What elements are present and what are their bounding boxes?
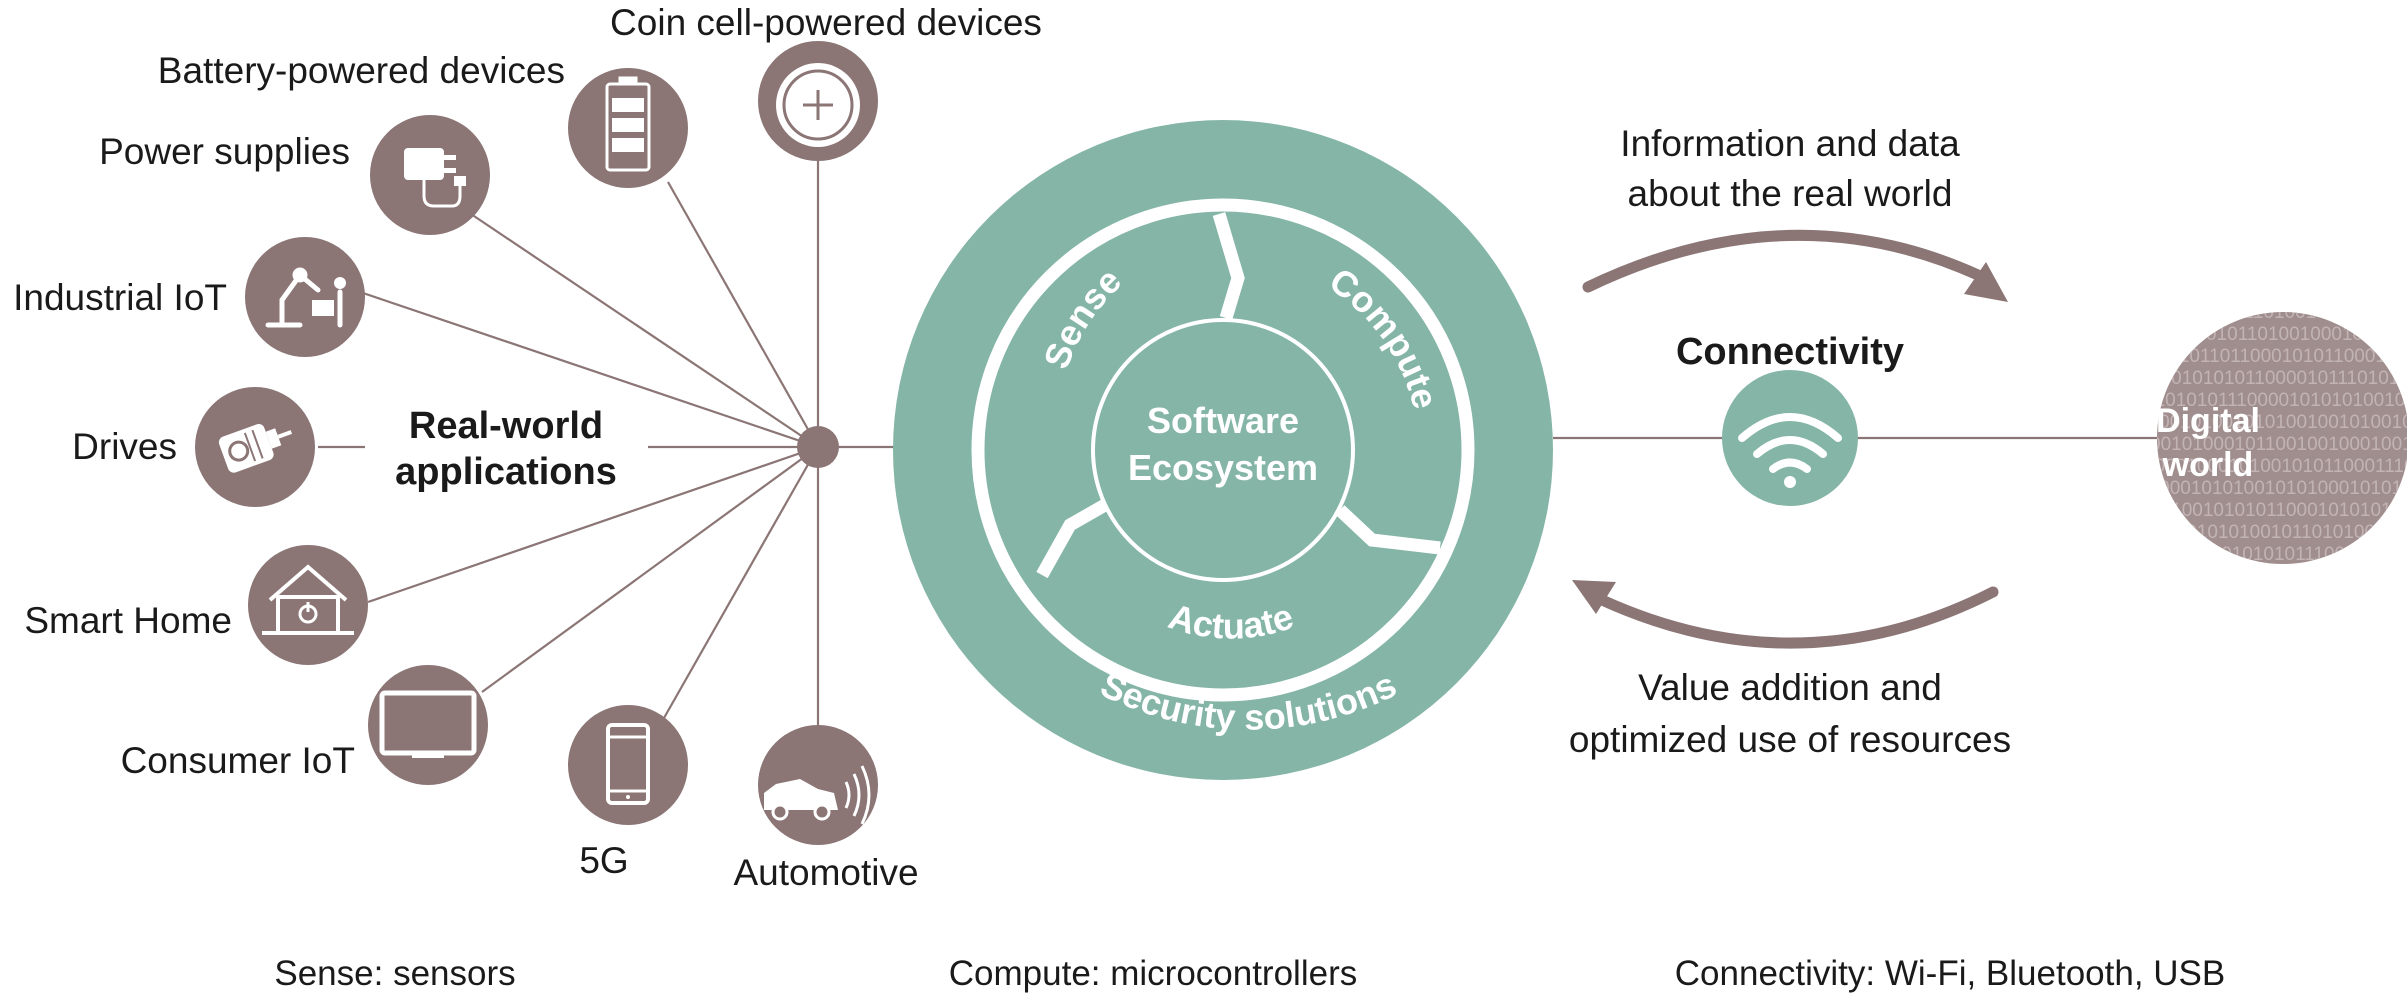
app-node-smart-home[interactable]	[248, 545, 368, 665]
connectivity-title: Connectivity	[1676, 331, 1904, 373]
spoke-5g	[659, 446, 819, 726]
arrow-top-label-line1: Information and data	[1620, 123, 1960, 164]
binary-row: 011010010110100101101001011010	[2150, 302, 2407, 323]
arrow-bottom-label-line2: optimized use of resources	[1569, 719, 2011, 760]
divider-compute-actuate	[1335, 505, 1441, 555]
divider-actuate-sense	[1036, 499, 1109, 579]
hub-dot	[797, 426, 839, 468]
app-node-power-supplies[interactable]	[370, 115, 490, 235]
motor-icon	[218, 423, 293, 473]
label-drives: Drives	[72, 426, 177, 467]
app-node-automotive[interactable]	[758, 725, 878, 845]
tv-monitor-icon	[379, 690, 477, 758]
ecosystem-center-line1: Software	[1147, 400, 1299, 441]
label-5g: 5G	[579, 840, 628, 881]
spoke-smart-home	[367, 445, 819, 604]
coin-cell-icon	[776, 63, 860, 147]
app-node-industrial-iot[interactable]	[245, 237, 365, 357]
binary-row: 100010100101010010010100101010	[2138, 412, 2407, 433]
digital-world-line2: world	[2162, 446, 2254, 484]
binary-row: 010001010100101101010001001011	[2144, 522, 2407, 543]
arrow-to-digital-head	[1964, 262, 2008, 302]
footer-connectivity: Connectivity: Wi-Fi, Bluetooth, USB	[1675, 954, 2225, 993]
divider-sense-compute	[1212, 212, 1245, 320]
label-coin-cell: Coin cell-powered devices	[610, 2, 1042, 43]
footer-sense: Sense: sensors	[274, 954, 515, 993]
spoke-consumer-iot	[481, 446, 819, 693]
spoke-industrial-iot	[359, 290, 819, 449]
app-node-consumer-iot[interactable]	[368, 665, 488, 785]
wifi-icon	[1738, 413, 1842, 488]
hub-label-line2: applications	[395, 451, 617, 493]
security-ring	[893, 120, 1553, 780]
smartphone-icon	[606, 723, 650, 805]
arrow-from-digital	[1596, 586, 1999, 649]
arrow-bottom-label-line1: Value addition and	[1638, 667, 1942, 708]
binary-row: 101001010101100010101010001010	[2150, 500, 2407, 521]
app-node-coin-cell[interactable]	[758, 41, 878, 161]
footer-compute: Compute: microcontrollers	[949, 954, 1357, 993]
app-node-5g[interactable]	[568, 705, 688, 825]
label-battery: Battery-powered devices	[158, 50, 565, 91]
binary-row: 011010110110001010110001101010	[2138, 346, 2407, 367]
ecosystem-wheel: Sense Compute Actuate Security solutions…	[893, 120, 1553, 780]
label-smart-home: Smart Home	[24, 600, 232, 641]
smart-home-icon	[262, 564, 354, 635]
digital-world-line1: Digital	[2156, 402, 2260, 440]
app-node-battery[interactable]	[568, 68, 688, 188]
binary-row: 100110100101010111000110100101	[2138, 544, 2407, 565]
binary-row: 010101011100001010101001001011	[2144, 390, 2407, 411]
app-node-drives[interactable]	[195, 387, 315, 507]
hub-label-line1: Real-world	[409, 405, 603, 447]
arrow-from-digital-head	[1572, 580, 1616, 614]
spoke-battery	[667, 181, 819, 448]
car-sensor-icon	[764, 765, 871, 825]
ecosystem-center-line2: Ecosystem	[1128, 447, 1318, 488]
digital-world: 0110100101101001011010010110101011000101…	[2138, 302, 2407, 565]
connectivity-node[interactable]	[1722, 370, 1858, 506]
arrow-top-label-line2: about the real world	[1628, 173, 1953, 214]
label-industrial-iot: Industrial IoT	[13, 277, 227, 318]
battery-icon	[605, 76, 651, 172]
robot-arm-icon	[265, 267, 346, 328]
binary-row: 000101010110000101110101000110	[2150, 368, 2407, 389]
binary-row: 101100010110100100010101110010	[2144, 324, 2407, 345]
label-consumer-iot: Consumer IoT	[121, 740, 355, 781]
label-power-supplies: Power supplies	[99, 131, 350, 172]
spoke-power-supplies	[467, 211, 819, 448]
label-automotive: Automotive	[733, 852, 918, 893]
arrow-to-digital	[1582, 229, 1984, 293]
power-adapter-icon	[404, 148, 466, 208]
binary-row: 010001010100101010001010110101	[2138, 478, 2407, 499]
binary-row: 001010001011001001000100100101	[2150, 434, 2407, 455]
binary-row: 100010001010010101100011100010	[2144, 456, 2407, 477]
